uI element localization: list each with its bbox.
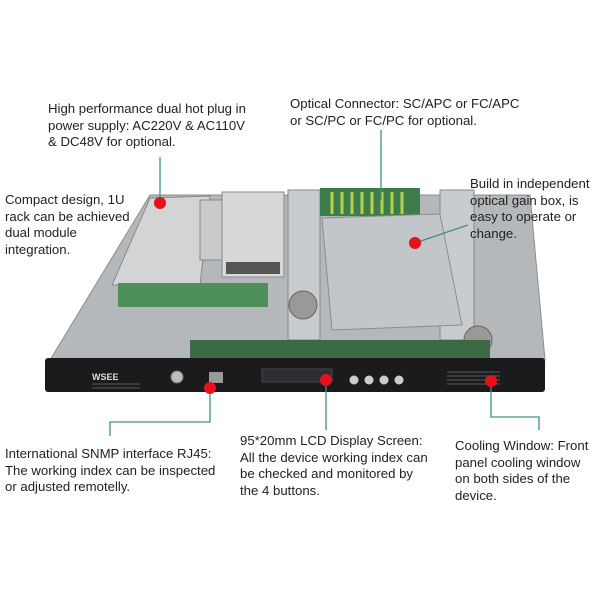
optical-gain-box: [321, 213, 463, 331]
callout-snmp: International SNMP interface RJ45: The w…: [5, 446, 216, 494]
panel-buttons: [349, 375, 404, 385]
lcd-screen: [261, 368, 333, 383]
callout-gain-box: Build in independent optical gain box, i…: [470, 176, 590, 241]
power-switch: [170, 370, 184, 384]
rail-fan-left: [288, 290, 318, 320]
lower-board: [190, 340, 490, 358]
leader-lines: [109, 130, 540, 436]
optical-connectors: [330, 192, 404, 214]
callout-optical-connector: Optical Connector: SC/APC or FC/APC or S…: [290, 96, 520, 128]
callout-compact-design: Compact design, 1U rack can be achieved …: [5, 192, 130, 257]
callout-power-supply: High performance dual hot plug in power …: [48, 101, 246, 149]
circuit-board: [118, 283, 268, 307]
power-supply-fan-grill: [226, 262, 280, 274]
callout-lcd: 95*20mm LCD Display Screen: All the devi…: [240, 433, 428, 498]
red-markers: [154, 197, 497, 394]
brand-logo: WSEE: [92, 372, 119, 382]
rj45-port: [209, 372, 223, 383]
power-supply-handle: [199, 199, 223, 261]
optical-connector-board: [320, 188, 420, 216]
callout-cooling-window: Cooling Window: Front panel cooling wind…: [455, 438, 589, 503]
